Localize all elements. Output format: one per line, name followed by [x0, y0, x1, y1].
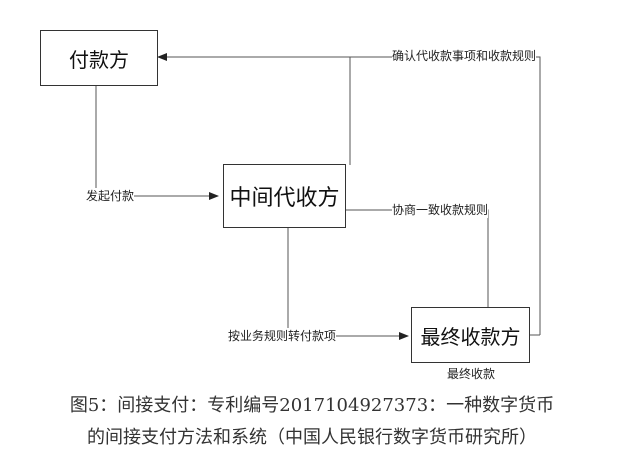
edge-label-confirm-rules: 确认代收款事项和收款规则 — [392, 48, 537, 64]
figure-caption-line2: 的间接支付方法和系统（中国人民银行数字货币研究所） — [87, 427, 537, 448]
figure-caption-line1: 图5：间接支付：专利编号2017104927373：一种数字货币 — [69, 395, 555, 416]
node-final-payee: 最终收款方 — [411, 307, 530, 363]
edge-initiate-payment — [95, 86, 219, 200]
node-intermediary: 中间代收方 — [223, 164, 346, 228]
edge-label-initiate-payment: 发起付款 — [86, 188, 135, 204]
edge-negotiate-rules — [346, 209, 489, 308]
node-final-payee-label: 最终收款方 — [420, 324, 521, 349]
edge-confirm-rules — [350, 56, 541, 335]
edge-label-transfer: 按业务规则转付款项 — [228, 328, 337, 344]
node-payer-label: 付款方 — [69, 47, 129, 72]
node-payer: 付款方 — [40, 30, 158, 86]
edge-label-negotiate-rules: 协商一致收款规则 — [392, 202, 489, 218]
edge-intermediary-to-payer — [157, 53, 351, 165]
node-intermediary-label: 中间代收方 — [229, 186, 340, 211]
final-payee-sublabel: 最终收款 — [447, 366, 496, 382]
edge-transfer — [287, 228, 409, 340]
